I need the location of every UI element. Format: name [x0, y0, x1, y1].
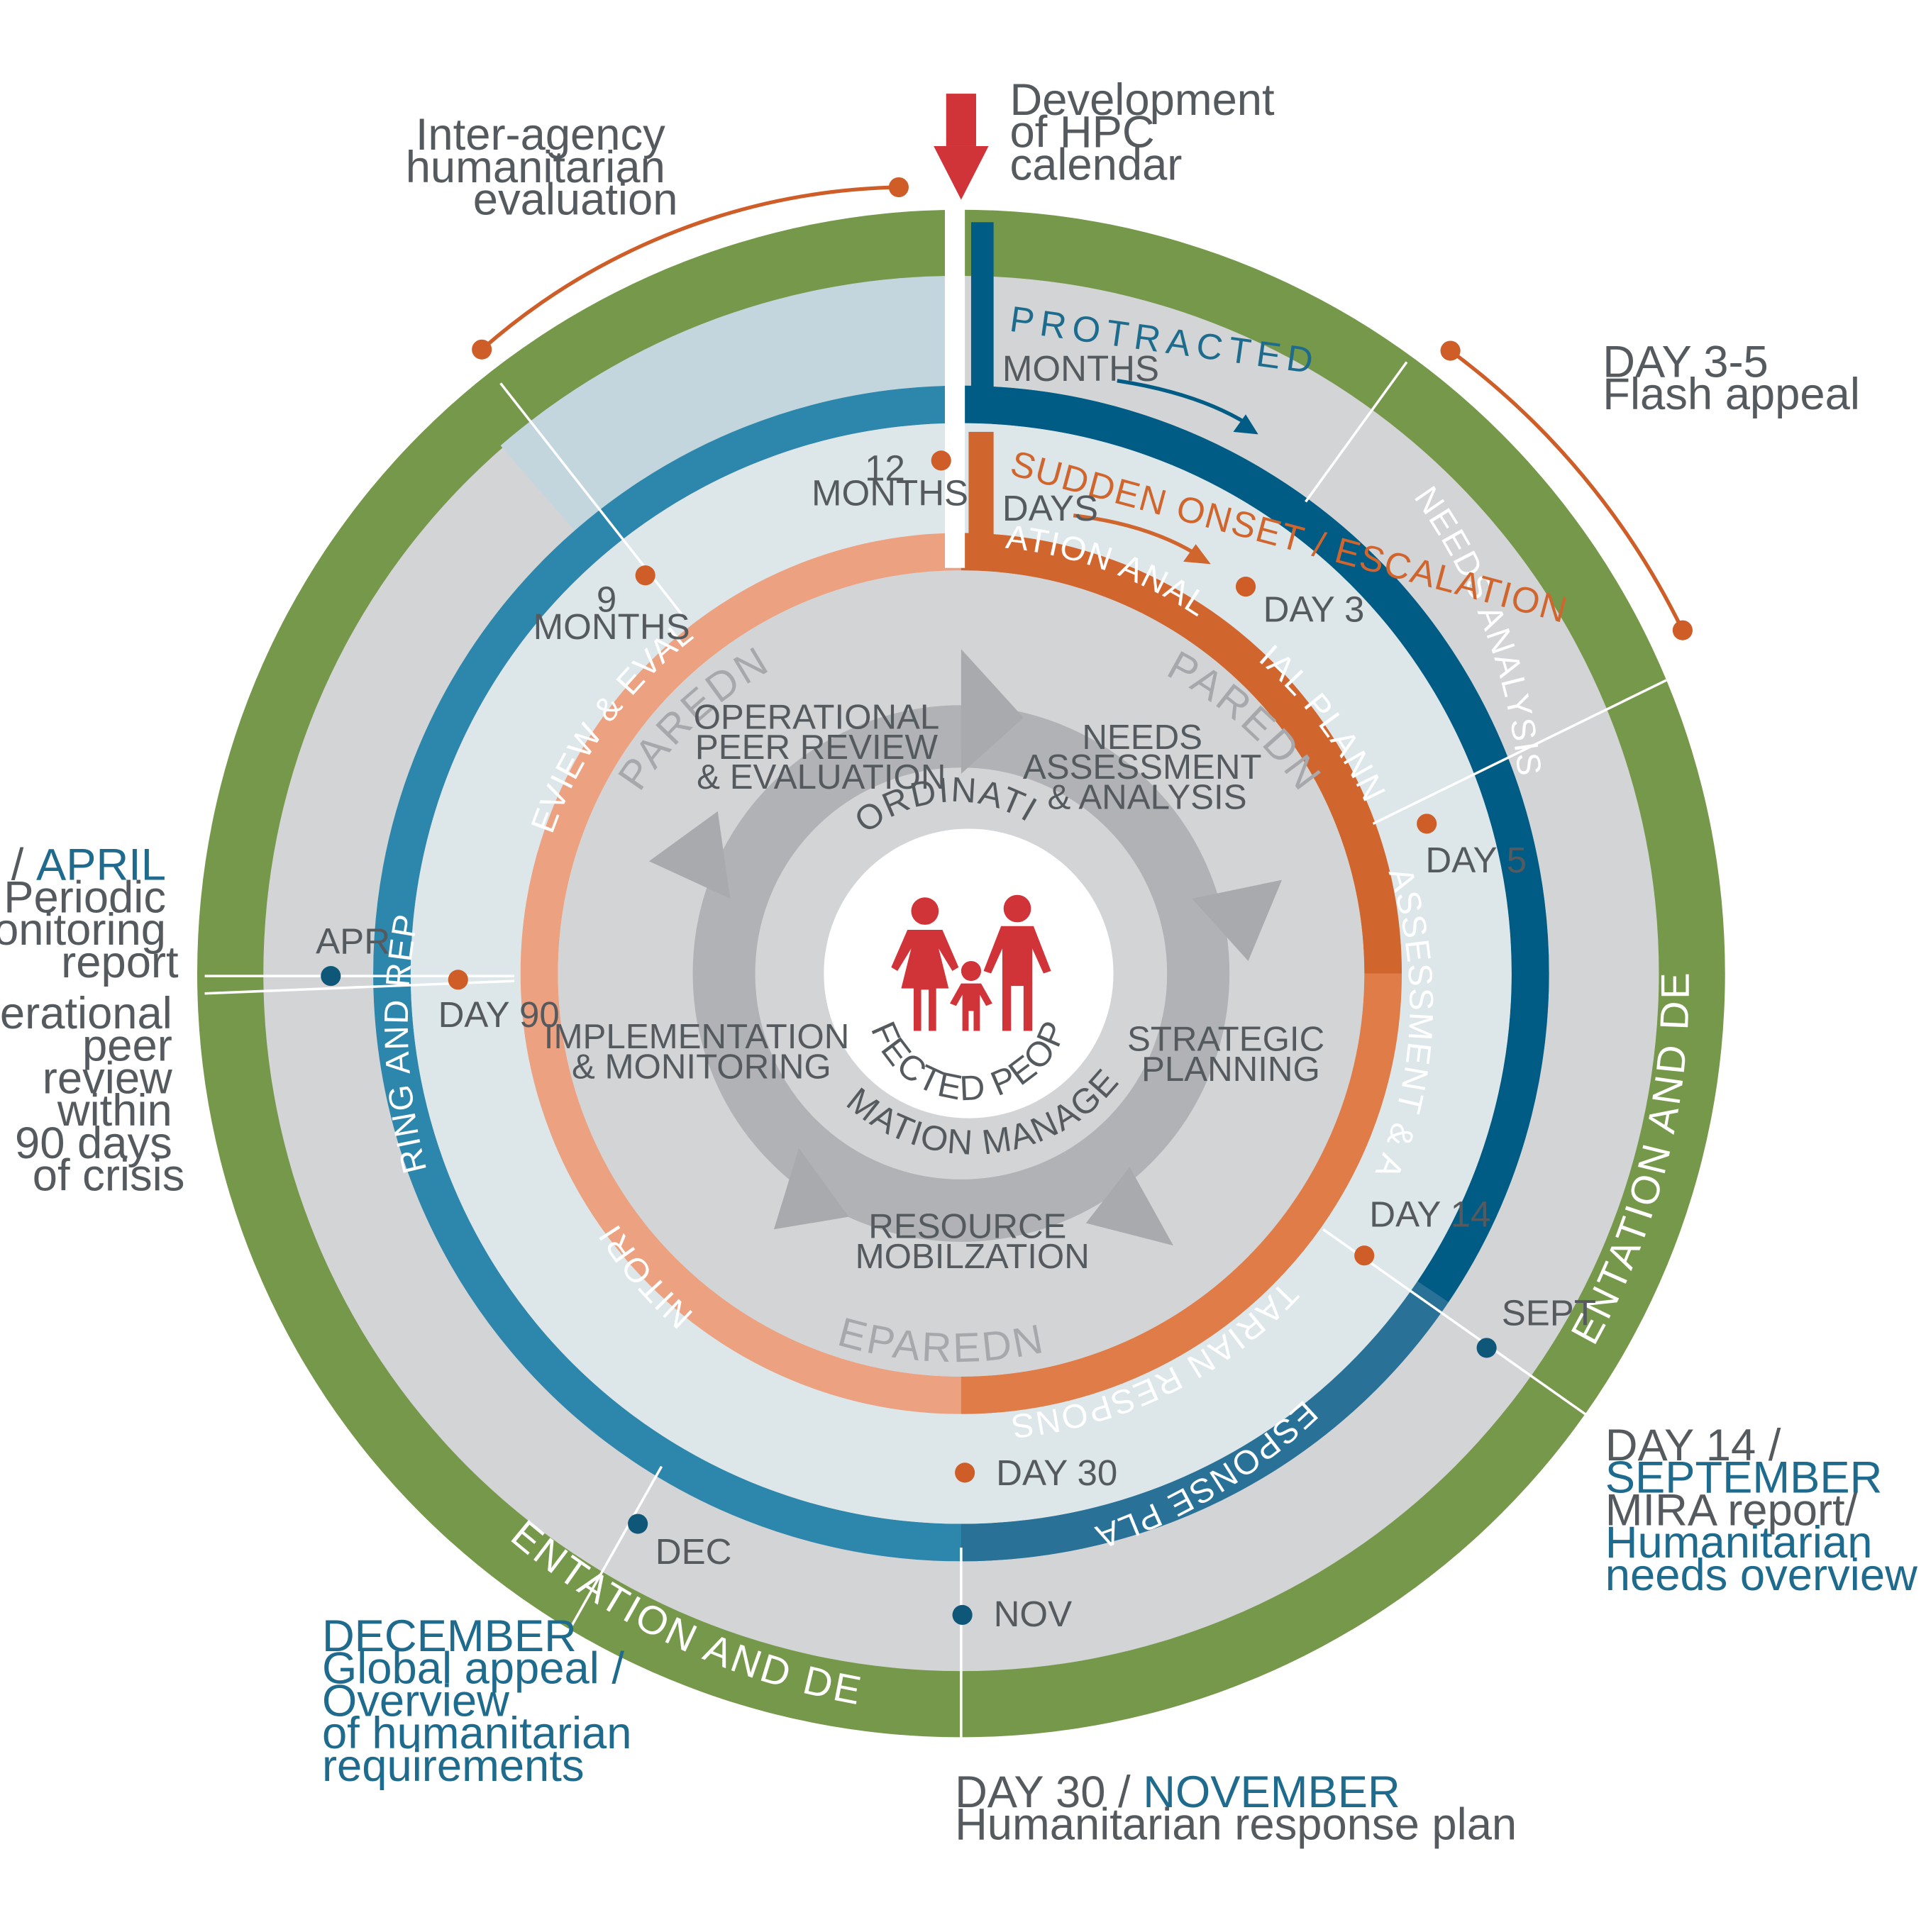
- hrp-band: [961, 973, 1402, 1414]
- days-arrowhead: [1183, 544, 1211, 565]
- dot-12-months: [931, 450, 951, 471]
- cycle-arrowheads: [648, 649, 1283, 1246]
- protracted-band: [961, 385, 1549, 1302]
- label-12-months: 12 MONTHS: [812, 448, 968, 513]
- callout-april: DAY 90 / APRIL Periodic monitoring repor…: [0, 840, 179, 987]
- label-day90: DAY 90: [438, 994, 560, 1035]
- months-track-arrow: [1117, 379, 1249, 426]
- label-apr: APR: [316, 921, 390, 961]
- dot-day5: [1417, 814, 1437, 834]
- label-dec: DEC: [655, 1531, 732, 1572]
- callout-flash-appeal: DAY 3-5 Flash appeal: [1603, 337, 1860, 419]
- dot-day14: [1354, 1245, 1375, 1266]
- response-band: [961, 1281, 1449, 1562]
- label-day3: DAY 3: [1263, 589, 1365, 629]
- label-day14: DAY 14: [1369, 1194, 1490, 1235]
- days-track-arrow: [1073, 513, 1200, 557]
- dot-apr: [321, 966, 341, 987]
- evaluation-arc: [480, 185, 899, 351]
- callout-november: DAY 30 / NOVEMBER Humanitarian response …: [955, 1767, 1517, 1850]
- label-day5: DAY 5: [1425, 840, 1527, 880]
- evaluation-dot-end: [888, 177, 909, 198]
- evaluation-dot-start: [472, 339, 492, 360]
- label-nov: NOV: [994, 1594, 1073, 1634]
- marker-dots: [321, 450, 1497, 1626]
- label-day30: DAY 30: [996, 1453, 1117, 1493]
- label-days-track: DAYS: [1002, 488, 1098, 528]
- label-9-months: 9 MONTHS: [533, 579, 690, 647]
- sudden-onset-band: [961, 533, 1402, 974]
- cycle-peer-review: OPERATIONAL PEER REVIEW & EVALUATION: [694, 698, 949, 796]
- dot-day90: [448, 970, 468, 990]
- callout-december: DECEMBER Global appeal / Overview of hum…: [322, 1611, 644, 1791]
- label-months-track: MONTHS: [1002, 348, 1159, 389]
- callout-peer-review: Operational peer review within 90 days o…: [0, 989, 184, 1201]
- callout-evaluation: Inter-agency humanitarian evaluation: [406, 110, 678, 224]
- dot-nov: [952, 1604, 973, 1626]
- sudden-stem: [968, 431, 994, 570]
- cycle-implementation: IMPLEMENTATION & MONITORING: [544, 1017, 859, 1086]
- top-gap: [944, 206, 965, 568]
- cycle-strategic-planning: STRATEGIC PLANNING: [1127, 1020, 1334, 1089]
- flash-dot-end: [1672, 620, 1693, 640]
- dot-9-months: [635, 565, 655, 586]
- flash-dot-start: [1440, 340, 1461, 361]
- protracted-stem: [970, 222, 994, 407]
- callout-development: Development of HPC calendar: [1009, 75, 1287, 189]
- down-arrow-icon: [934, 94, 989, 200]
- dot-dec: [628, 1514, 648, 1534]
- label-sept: SEPT: [1502, 1293, 1596, 1333]
- cycle-resource-mobilization: RESOURCE MOBILZATION: [856, 1207, 1090, 1276]
- callout-september: DAY 14 / SEPTEMBER MIRA report/ Humanita…: [1605, 1421, 1917, 1600]
- flash-appeal-arc: [1449, 349, 1685, 631]
- cycle-needs-assessment: NEEDS ASSESSMENT & ANALYSIS: [1023, 718, 1271, 816]
- dot-sept: [1476, 1338, 1497, 1358]
- dot-day3: [1235, 577, 1256, 597]
- dot-day30: [955, 1462, 975, 1483]
- months-arrowhead: [1233, 414, 1258, 435]
- family-icon: [891, 894, 1051, 1031]
